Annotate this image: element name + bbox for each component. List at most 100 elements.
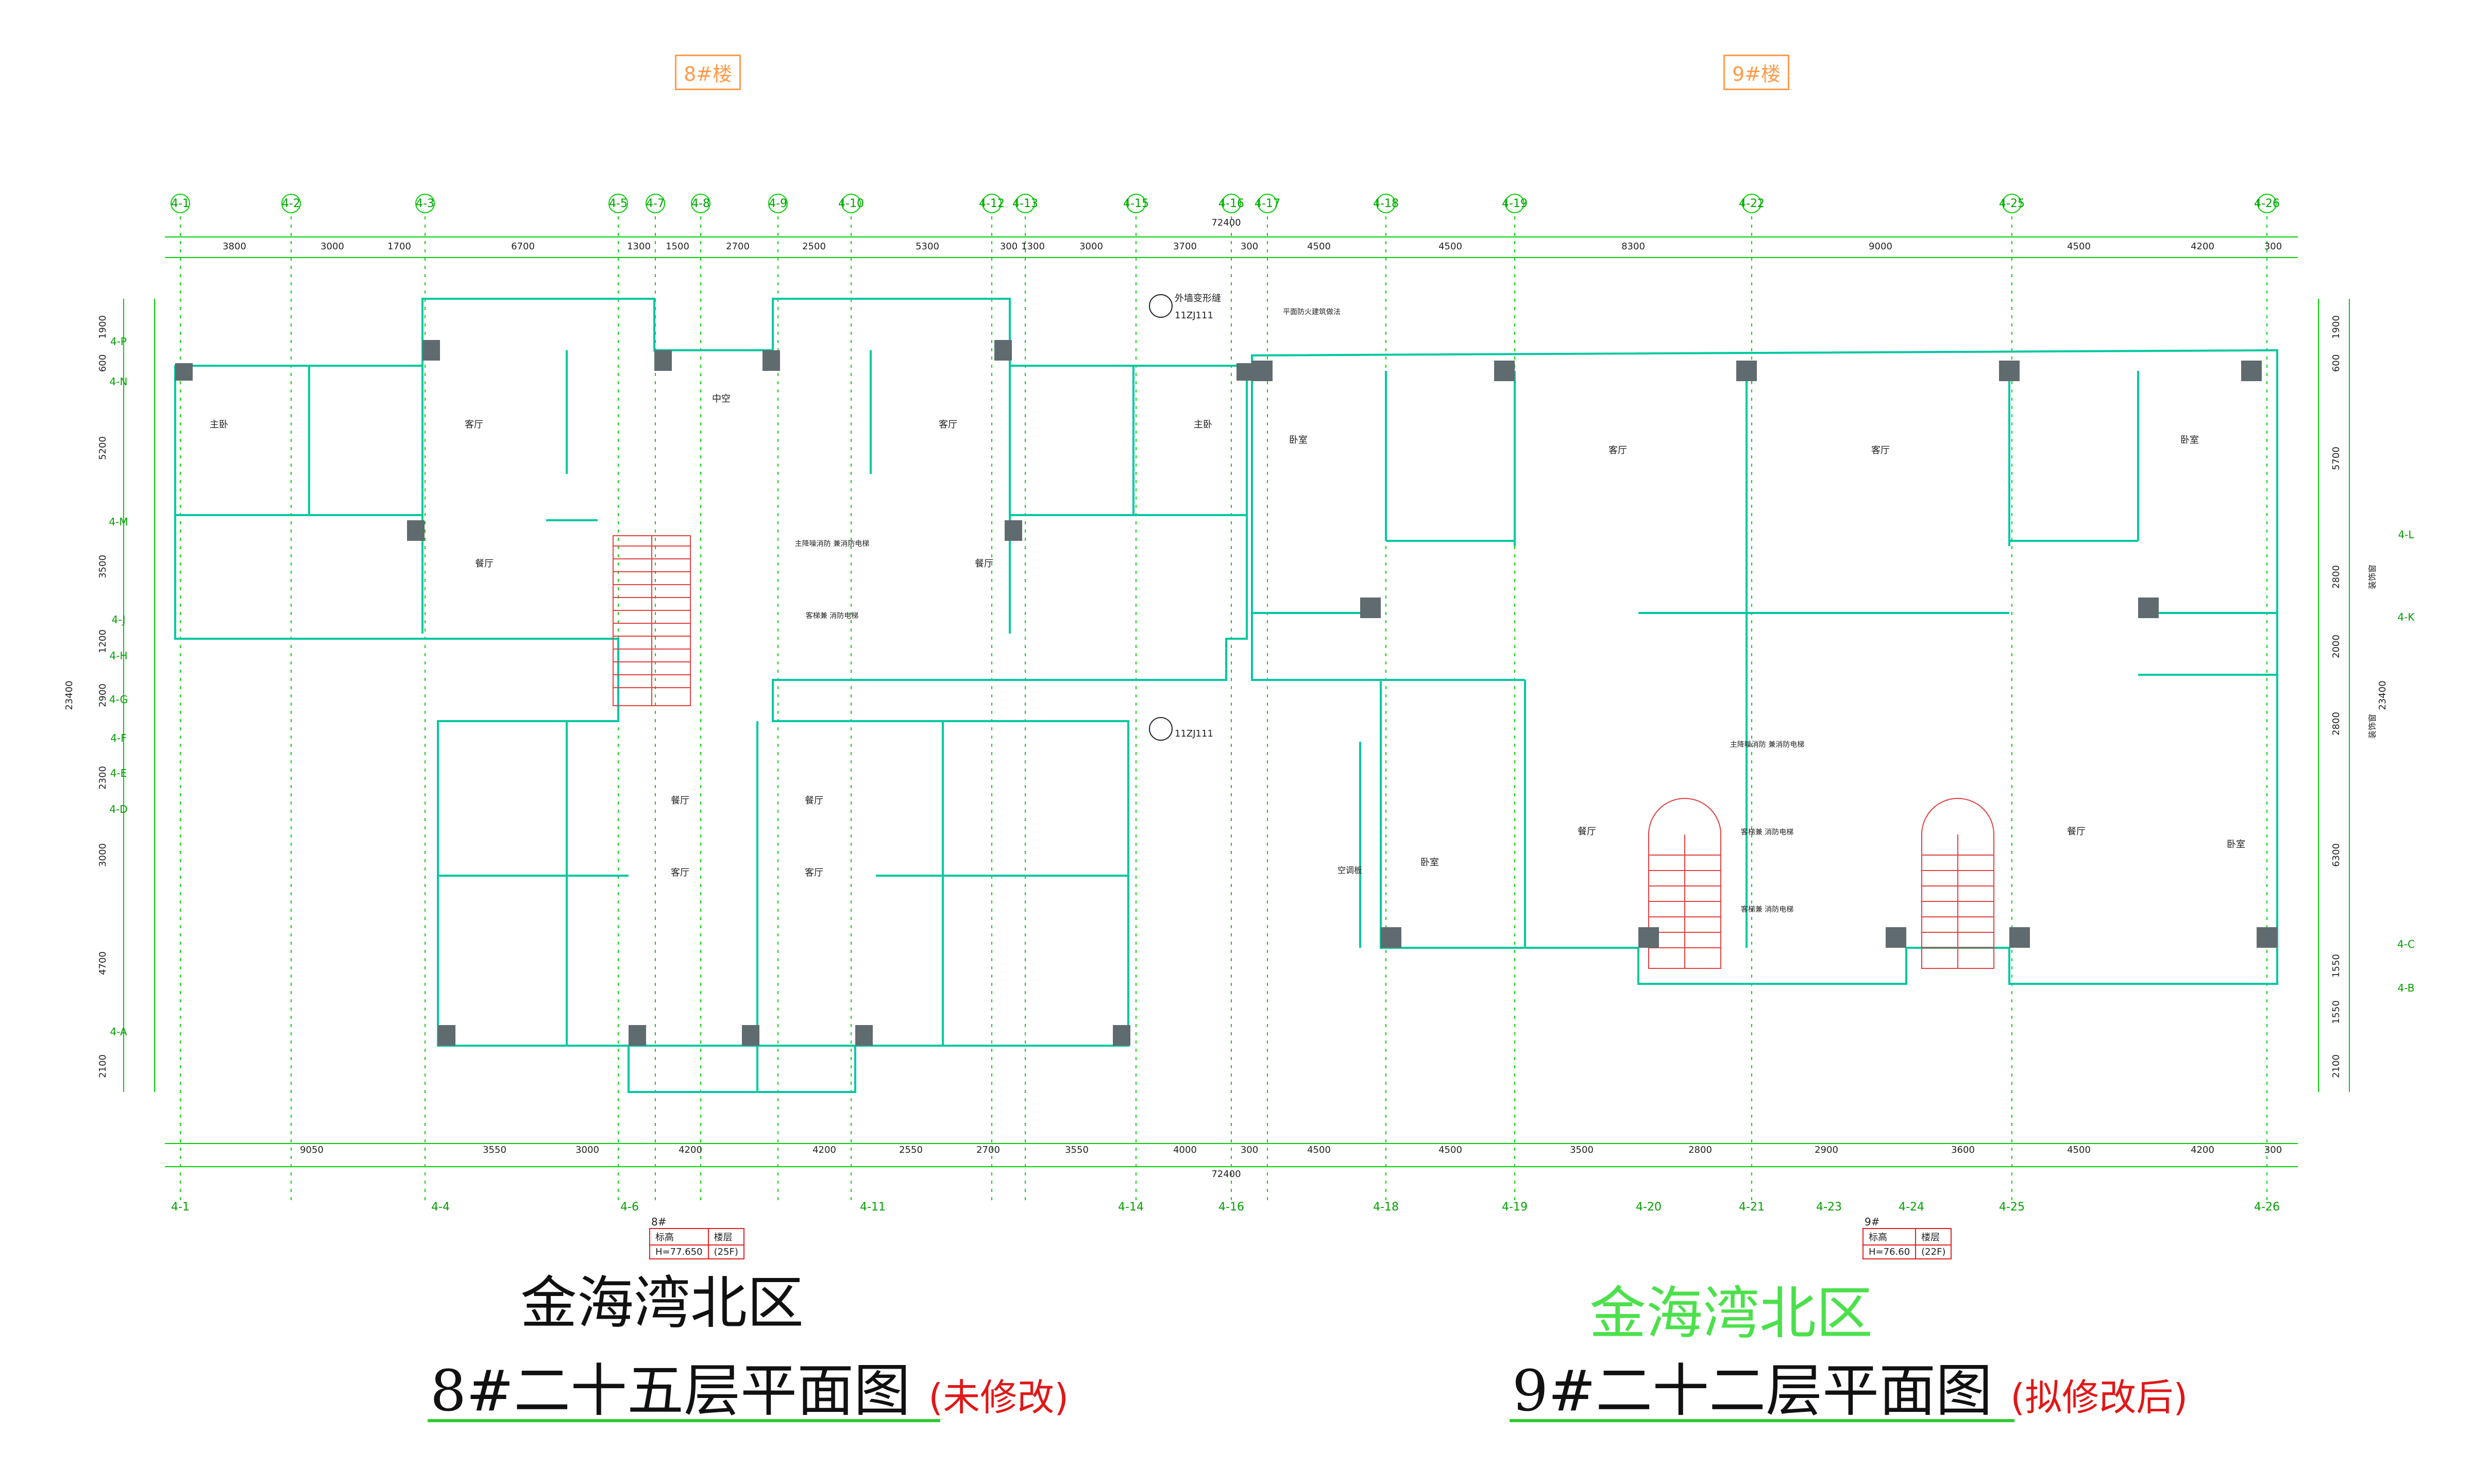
title-right-note: (拟修改后) bbox=[2010, 1376, 2188, 1419]
axis-label: 4-18 bbox=[1373, 1201, 1399, 1214]
room-label: 餐厅 bbox=[805, 795, 823, 806]
dim-label: 4500 bbox=[2067, 1145, 2091, 1155]
elev-h-value: H=77.650 bbox=[649, 1244, 709, 1259]
axis-label: 4-3 bbox=[416, 197, 434, 210]
dim-label: 2500 bbox=[802, 241, 826, 252]
axis-label: 4-12 bbox=[979, 197, 1005, 210]
axis-label: 4-8 bbox=[691, 197, 710, 210]
room-label: 主降噪消防 兼消防电梯 bbox=[1730, 741, 1804, 749]
room-label: 客厅 bbox=[1871, 445, 1890, 456]
axis-label: 4-2 bbox=[282, 197, 300, 210]
dim-label: 300 bbox=[1241, 241, 1258, 252]
axis-label: 4-22 bbox=[1739, 197, 1765, 210]
elev-h-label: 标高 bbox=[649, 1228, 709, 1246]
dim-label: 4200 bbox=[812, 1145, 836, 1155]
dim-label: 6700 bbox=[511, 241, 535, 252]
room-label: 餐厅 bbox=[975, 558, 993, 569]
axis-label: 4-9 bbox=[769, 197, 787, 210]
axis-label: 4-21 bbox=[1739, 1201, 1765, 1214]
elev-h-label: 标高 bbox=[1862, 1228, 1917, 1246]
stair-9a bbox=[1648, 798, 1721, 969]
dim-label: 4500 bbox=[1307, 241, 1331, 252]
dim-label: 3550 bbox=[1065, 1145, 1089, 1155]
dim-label: 4500 bbox=[1438, 1145, 1462, 1155]
axis-bubble bbox=[2002, 194, 2022, 213]
dim-label: 600 bbox=[2331, 354, 2342, 372]
stair-9b bbox=[1921, 798, 1994, 969]
elev-h-value: H=76.60 bbox=[1862, 1244, 1917, 1259]
axis-label: 4-14 bbox=[1118, 1201, 1144, 1214]
stair-8 bbox=[613, 535, 691, 706]
axis-label: 4-C bbox=[2397, 938, 2415, 950]
elevation-building-label: 8# bbox=[651, 1216, 667, 1228]
axis-label: 4-16 bbox=[1218, 1201, 1244, 1214]
elevation-grid: 标高楼层 H=77.650(25F) bbox=[649, 1228, 744, 1259]
axis-label: 4-17 bbox=[1255, 197, 1280, 210]
columns bbox=[175, 340, 2277, 1046]
elev-f-value: (22F) bbox=[1915, 1244, 1952, 1259]
dim-label: 3000 bbox=[320, 241, 344, 252]
axis-label: 4-F bbox=[110, 732, 126, 744]
axis-label: 4-J bbox=[112, 613, 126, 626]
axis-label: 4-D bbox=[109, 803, 127, 815]
room-label: 主降噪消防 兼消防电梯 bbox=[795, 540, 869, 548]
dim-total-bottom: 72400 bbox=[1211, 1169, 1241, 1180]
room-label: 餐厅 bbox=[671, 795, 689, 806]
room-label: 客梯兼 消防电梯 bbox=[806, 611, 858, 620]
title-right-line2: 9#二十二层平面图 (拟修改后) bbox=[1512, 1344, 2188, 1427]
axis-label: 4-5 bbox=[609, 197, 628, 210]
dim-label: 3800 bbox=[223, 241, 246, 252]
room-label: 餐厅 bbox=[2067, 826, 2086, 837]
axis-label: 4-13 bbox=[1012, 197, 1038, 210]
axis-bubble bbox=[1505, 194, 1525, 213]
title-left-main: 8#二十五层平面图 bbox=[430, 1358, 911, 1424]
dim-label: 300 bbox=[1000, 241, 1018, 252]
axis-label: 4-10 bbox=[838, 197, 864, 210]
axis-bubble bbox=[1742, 194, 1761, 213]
title-right-line1: 金海湾北区 bbox=[1589, 1281, 1873, 1346]
room-label: 卧室 bbox=[1420, 857, 1439, 868]
dim-label: 4700 bbox=[97, 951, 108, 975]
title-right-main: 9#二十二层平面图 bbox=[1512, 1358, 1993, 1424]
note-ref: 11ZJ111 bbox=[1175, 310, 1213, 321]
axis-bubble bbox=[281, 194, 301, 213]
dim-label: 1200 bbox=[97, 629, 108, 653]
title-left-line2: 8#二十五层平面图 (未修改) bbox=[430, 1344, 1069, 1427]
building-tag-8: 8#楼 bbox=[675, 55, 741, 90]
dim-label: 2800 bbox=[1688, 1145, 1712, 1155]
dim-label: 1550 bbox=[2331, 1000, 2342, 1024]
axis-bubble bbox=[171, 194, 190, 213]
dim-label: 600 bbox=[97, 354, 108, 372]
dim-label: 9050 bbox=[300, 1145, 324, 1155]
dim-label: 4200 bbox=[679, 1145, 702, 1155]
room-label: 卧室 bbox=[1289, 435, 1308, 446]
dim-label: 3000 bbox=[97, 843, 108, 867]
dim-total-top: 72400 bbox=[1211, 217, 1241, 228]
axis-bubble bbox=[1258, 194, 1277, 213]
axis-label: 4-7 bbox=[646, 197, 665, 210]
dim-label: 1550 bbox=[2331, 954, 2342, 978]
dim-total-right: 23400 bbox=[2377, 680, 2388, 710]
axis-side: 4-P 4-N 4-M 4-J 4-H 4-G 4-F 4-E 4-D 4-C … bbox=[109, 335, 2415, 1038]
dim-label: 2550 bbox=[899, 1145, 923, 1155]
axis-label: 4-11 bbox=[860, 1201, 886, 1214]
dim-label: 9000 bbox=[1869, 241, 1892, 252]
room-label: 客梯兼 消防电梯 bbox=[1741, 905, 1793, 914]
dim-label: 5200 bbox=[97, 436, 108, 460]
axis-label: 4-26 bbox=[2254, 1201, 2280, 1214]
room-label: 卧室 bbox=[2227, 839, 2245, 850]
dim-label: 4500 bbox=[1438, 241, 1462, 252]
dim-label: 2100 bbox=[2331, 1054, 2342, 1078]
note-fire: 平面防火建筑做法 bbox=[1283, 308, 1341, 316]
dim-label: 2300 bbox=[97, 766, 108, 790]
dim-label: 3500 bbox=[1570, 1145, 1594, 1155]
axis-bubble bbox=[608, 194, 628, 213]
elev-f-label: 楼层 bbox=[707, 1228, 744, 1246]
dim-label: 3000 bbox=[575, 1145, 599, 1155]
room-label: 客厅 bbox=[1608, 445, 1627, 456]
axis-label: 4-1 bbox=[171, 197, 190, 210]
dim-label: 4000 bbox=[1173, 1145, 1197, 1155]
note-side: 装饰窗 bbox=[2367, 565, 2377, 589]
room-labels: 主卧 客厅 餐厅 客厅 餐厅 主卧 中空 客厅 客厅 餐厅 餐厅 客厅 客厅 餐… bbox=[210, 394, 2245, 914]
